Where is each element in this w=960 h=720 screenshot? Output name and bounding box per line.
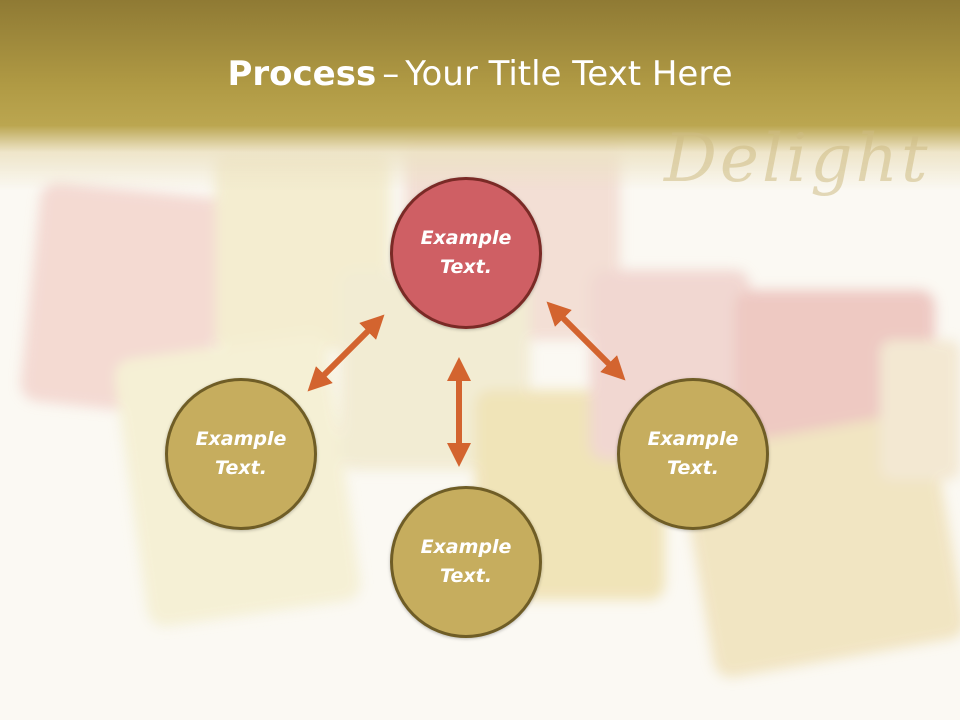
title-text: Your Title Text Here xyxy=(405,54,733,94)
node-left-label: Example Text. xyxy=(195,428,287,479)
title-bold-part: Process xyxy=(227,54,377,94)
delight-watermark: Delight xyxy=(664,120,931,197)
title-dash: – xyxy=(382,54,400,94)
process-node-bottom[interactable]: Example Text. xyxy=(390,486,542,638)
slide-title: Process–Your Title Text Here xyxy=(0,52,960,96)
process-node-right[interactable]: Example Text. xyxy=(617,378,769,530)
header-band xyxy=(0,0,960,190)
node-bottom-label: Example Text. xyxy=(420,536,512,587)
node-right-label: Example Text. xyxy=(647,428,739,479)
node-top-label: Example Text. xyxy=(420,227,512,278)
process-node-left[interactable]: Example Text. xyxy=(165,378,317,530)
process-node-top[interactable]: Example Text. xyxy=(390,177,542,329)
